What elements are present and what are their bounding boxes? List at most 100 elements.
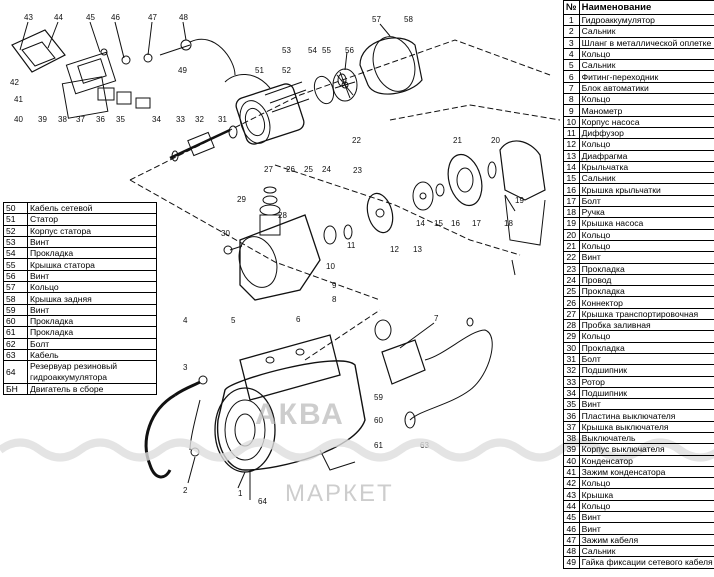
part-number: 14 <box>563 160 580 174</box>
part-number: 53 <box>3 235 28 249</box>
part-name: Сальник <box>578 172 714 185</box>
callout-15: 15 <box>434 219 443 228</box>
part-number: 15 <box>563 172 580 185</box>
part-name: Прокладка <box>578 341 714 354</box>
part-number: 41 <box>563 465 580 479</box>
part-number: 59 <box>3 303 28 316</box>
part-number: 33 <box>563 375 580 388</box>
part-name: Крышка транспортировочная <box>578 307 714 321</box>
part-name: Болт <box>578 194 714 208</box>
part-number: 43 <box>563 488 580 501</box>
part-name: Болт <box>27 337 157 350</box>
part-number: 13 <box>563 149 580 162</box>
part-name: Зажим кабеля <box>578 533 714 546</box>
callout-60: 59 <box>374 393 383 402</box>
impeller-parts <box>366 140 546 276</box>
callout-13: 13 <box>413 245 422 254</box>
part-number: 11 <box>563 126 580 140</box>
callout-52: 51 <box>255 66 264 75</box>
part-name: Кольцо <box>578 330 714 343</box>
callout-2: 2 <box>183 486 188 495</box>
part-name: Прокладка <box>27 326 157 339</box>
callout-61: 60 <box>374 416 383 425</box>
part-name: Конденсатор <box>578 454 714 467</box>
callout-48: 47 <box>148 13 157 22</box>
part-name: Прокладка <box>578 285 714 298</box>
callout-11: 11 <box>347 241 356 250</box>
part-name: Провод <box>578 273 714 287</box>
callout-54: 53 <box>282 46 291 55</box>
callout-10: 10 <box>326 262 335 271</box>
callout-43: 42 <box>10 78 19 87</box>
part-number: 29 <box>563 330 580 343</box>
part-number: БН <box>3 383 28 396</box>
callout-46: 45 <box>86 13 95 22</box>
callout-57: 56 <box>345 46 354 55</box>
part-number: 64 <box>3 360 28 385</box>
part-name: Ручка <box>578 206 714 219</box>
part-number: 26 <box>563 296 580 309</box>
part-name: Кабель сетевой <box>27 201 157 215</box>
part-name: Кольцо <box>578 228 714 241</box>
callout-47: 46 <box>111 13 120 22</box>
part-name: Прокладка <box>27 247 157 260</box>
part-number: 47 <box>563 533 580 546</box>
part-number: 63 <box>3 348 28 362</box>
part-number: 38 <box>563 431 580 445</box>
part-number: 24 <box>563 273 580 287</box>
part-name: Кольцо <box>578 239 714 253</box>
part-name: Винт <box>578 251 714 264</box>
part-name: Статор <box>27 213 157 226</box>
part-name: Резервуар резиновый гидроаккумулятора <box>27 360 157 385</box>
part-name: Кольцо <box>578 138 714 151</box>
callout-53: 52 <box>282 66 291 75</box>
part-number: 3 <box>563 36 580 49</box>
part-name: Кольцо <box>578 477 714 490</box>
part-number: 22 <box>563 251 580 264</box>
part-number: 17 <box>563 194 580 208</box>
part-name: Зажим конденсатора <box>578 465 714 479</box>
header-name: Наименование <box>578 0 714 15</box>
callout-12: 12 <box>390 245 399 254</box>
part-number: 16 <box>563 183 580 196</box>
callout-37: 36 <box>96 115 105 124</box>
callout-34: 33 <box>176 115 185 124</box>
part-number: 7 <box>563 81 580 95</box>
assembly-line <box>129 39 551 181</box>
part-name: Крышка насоса <box>578 217 714 230</box>
callout-25: 25 <box>304 165 313 174</box>
fan-and-cover <box>332 36 423 102</box>
part-name: Манометр <box>578 104 714 117</box>
motor-assembly <box>169 73 347 162</box>
callout-1: 1 <box>238 489 243 498</box>
callout-24: 24 <box>322 165 331 174</box>
part-number: 57 <box>3 281 28 294</box>
part-name: Подшипник <box>578 386 714 400</box>
callout-14: 14 <box>416 219 425 228</box>
part-name: Блок автоматики <box>578 81 714 95</box>
part-name: Кольцо <box>578 93 714 106</box>
callout-41: 40 <box>14 115 23 124</box>
part-name: Крыльчатка <box>578 160 714 174</box>
callout-59: 58 <box>404 15 413 24</box>
part-name: Пластина выключателя <box>578 409 714 422</box>
part-number: 62 <box>3 337 28 350</box>
